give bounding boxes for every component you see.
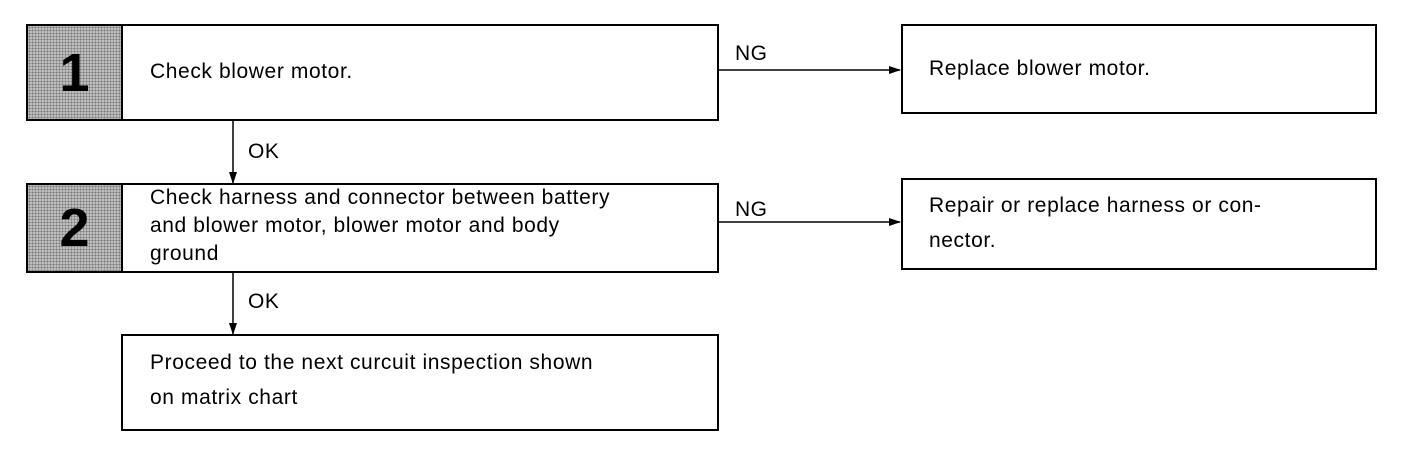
result-text-2-line-1: Repair or replace harness or con- [929,194,1262,217]
ok-label-2: OK [248,290,280,313]
ng-label-2: NG [735,198,768,221]
result-text-2-line-2: nector. [929,229,997,252]
step-number-2-label: 2 [59,198,90,258]
step-text-1: Check blower motor. [150,60,353,83]
ok-label-1: OK [248,140,280,163]
step-number-2: 2 [26,183,123,273]
result-box-1 [901,24,1377,114]
step-text-2-line-2: and blower motor, blower motor and body [150,214,560,237]
step-box-2 [121,183,719,273]
step-number-1-label: 1 [59,42,90,103]
step-number-1: 1 [26,24,123,121]
final-text-line-2: on matrix chart [150,386,298,409]
ng-label-1: NG [735,42,768,65]
final-text-line-1: Proceed to the next curcuit inspection s… [150,351,594,374]
result-box-2 [901,178,1377,270]
step-text-2-line-1: Check harness and connector between batt… [150,186,611,209]
result-text-1: Replace blower motor. [929,57,1151,80]
step-box-1 [121,24,719,121]
final-box [121,334,719,431]
step-text-2-line-3: ground [150,242,219,265]
